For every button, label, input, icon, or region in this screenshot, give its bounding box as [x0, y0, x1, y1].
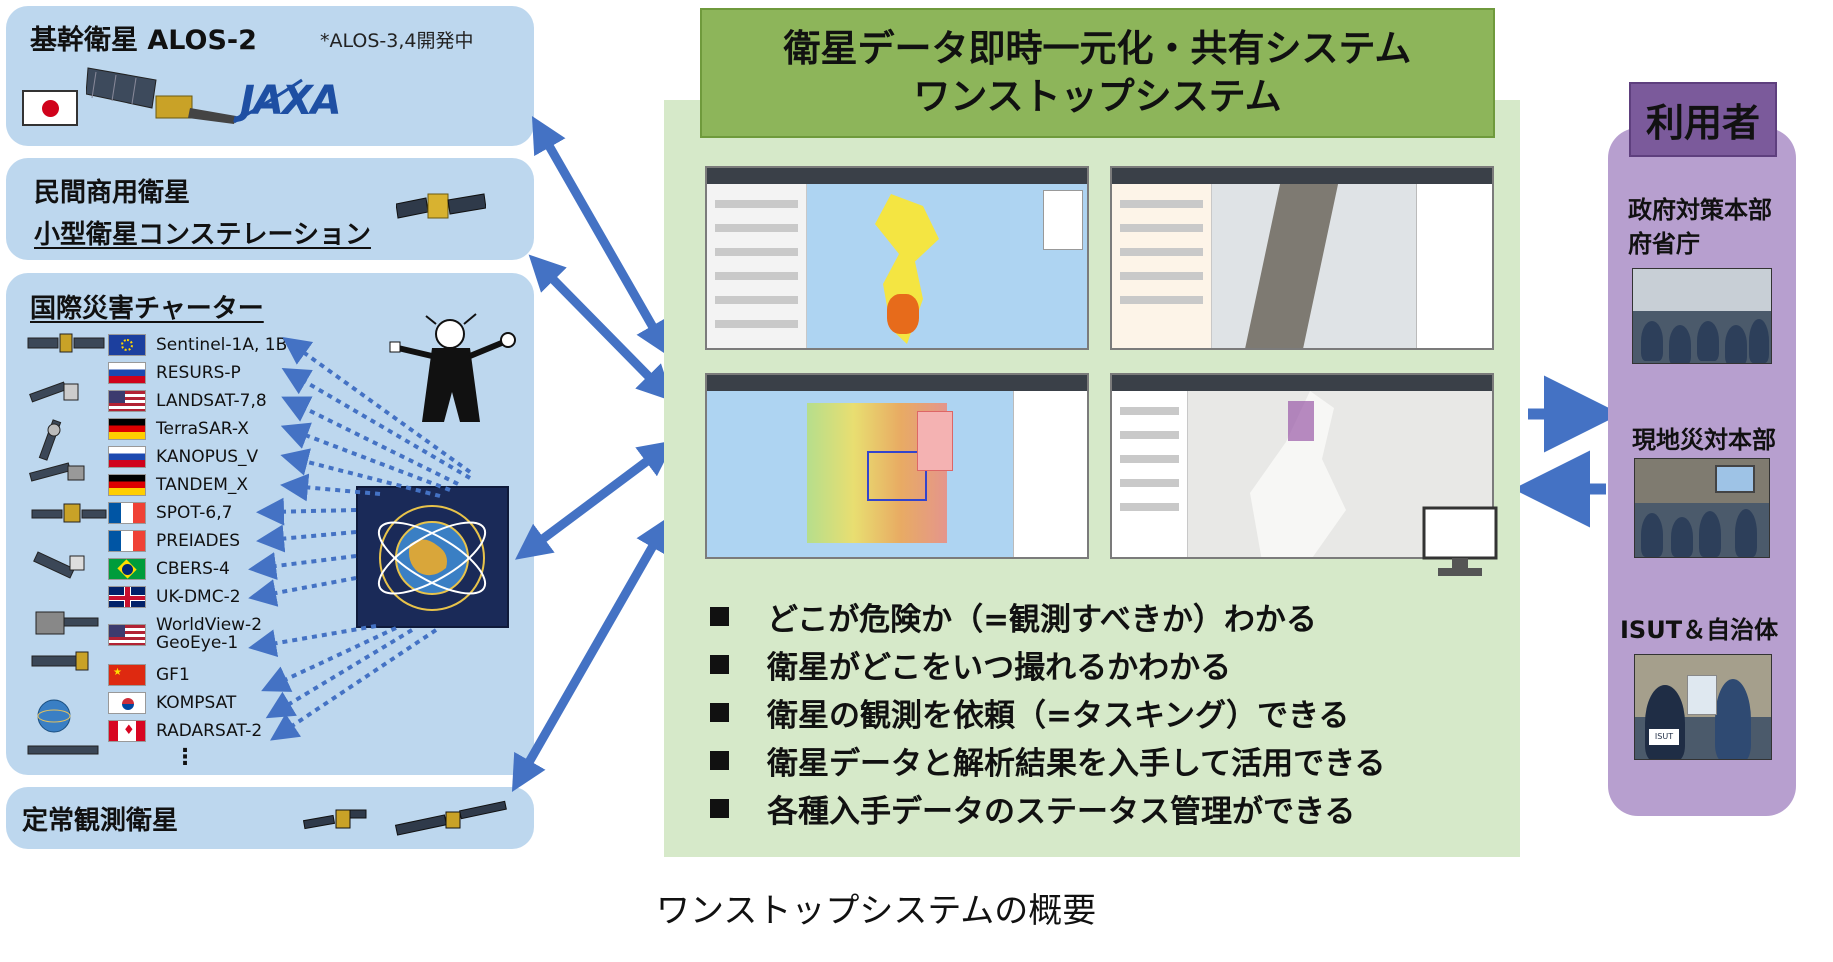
satellite-name: GF1: [156, 665, 190, 685]
system-title: 衛星データ即時一元化・共有システム ワンストップシステム: [700, 8, 1495, 138]
list-item: 衛星データと解析結果を入手して活用できる: [710, 736, 1385, 784]
list-item: TerraSAR-X: [108, 417, 249, 441]
screenshot-sar-image: [1110, 166, 1494, 350]
photo-isut: ISUT: [1634, 654, 1772, 760]
list-item: CBERS-4: [108, 557, 230, 581]
satellite-name: RESURS-P: [156, 363, 241, 383]
satellite-icons-column: [27, 333, 107, 755]
satellite-name: TerraSAR-X: [156, 419, 249, 439]
satellite-name: Sentinel-1A, 1B: [156, 335, 288, 355]
feature-text: どこが危険か（=観測すべきか）わかる: [767, 601, 1317, 638]
feature-text: 衛星がどこをいつ撮れるかわかる: [767, 649, 1232, 686]
satellite-name: KANOPUS_V: [156, 447, 259, 467]
list-item: Sentinel-1A, 1B: [108, 333, 287, 357]
satellite-name: PREIADES: [156, 531, 241, 551]
feature-text: 衛星データと解析結果を入手して活用できる: [767, 745, 1386, 782]
japan-flag-icon: [22, 90, 78, 126]
satellite-name-geoeye: GeoEye-1: [156, 633, 239, 653]
alos2-note: *ALOS-3,4開発中: [320, 30, 474, 52]
usa-flag-icon: [108, 624, 146, 646]
photo-government-meeting: [1632, 268, 1772, 364]
china-flag-icon: ★: [108, 664, 146, 686]
list-item: どこが危険か（=観測すべきか）わかる: [710, 592, 1385, 640]
list-item: 衛星がどこをいつ撮れるかわかる: [710, 640, 1385, 688]
satellite-name: TANDEM_X: [156, 475, 249, 495]
france-flag-icon: [108, 530, 146, 552]
commercial-title-line2: 小型衛星コンステレーション: [34, 220, 371, 250]
users-group-isut: ISUT＆自治体: [1620, 616, 1779, 644]
usa-flag-icon: [108, 390, 146, 412]
germany-flag-icon: [108, 418, 146, 440]
germany-flag-icon: [108, 474, 146, 496]
feature-list: どこが危険か（=観測すべきか）わかる 衛星がどこをいつ撮れるかわかる 衛星の観測…: [710, 592, 1385, 832]
list-item: TANDEM_X: [108, 473, 248, 497]
more-indicator: ⋮: [174, 744, 196, 770]
regular-satellites-icon: [302, 800, 507, 836]
alos2-satellite-icon: [86, 67, 236, 124]
charter-title: 国際災害チャーター: [30, 294, 264, 324]
feature-text: 各種入手データのステータス管理ができる: [767, 793, 1356, 830]
korea-flag-icon: [108, 692, 146, 714]
list-item: ♦ RADARSAT-2: [108, 719, 262, 743]
satellite-name: KOMPSAT: [156, 693, 237, 713]
list-item: RESURS-P: [108, 361, 241, 385]
list-item: 衛星の観測を依頼（=タスキング）できる: [710, 688, 1385, 736]
monitor-icon: [1422, 506, 1498, 576]
users-title: 利用者: [1629, 82, 1777, 157]
photo-local-hq: [1634, 458, 1770, 558]
international-charter-logo: [356, 486, 509, 628]
list-item: SPOT-6,7: [108, 501, 232, 525]
figure-caption: ワンストップシステムの概要: [656, 891, 1097, 931]
users-group-gov-line1: 政府対策本部: [1628, 196, 1772, 224]
users-group-gov-line2: 府省庁: [1628, 230, 1700, 258]
brazil-flag-icon: [108, 558, 146, 580]
users-group-local-hq: 現地災対本部: [1632, 426, 1776, 454]
satellite-name: UK-DMC-2: [156, 587, 241, 607]
satellite-name: LANDSAT-7,8: [156, 391, 267, 411]
satellite-name: CBERS-4: [156, 559, 230, 579]
eu-flag-icon: [108, 334, 146, 356]
list-item: UK-DMC-2: [108, 585, 241, 609]
list-item: 各種入手データのステータス管理ができる: [710, 784, 1385, 832]
russia-flag-icon: [108, 446, 146, 468]
regular-observation-title: 定常観測衛星: [22, 806, 179, 836]
commercial-title-line1: 民間商用衛星: [34, 178, 191, 208]
svg-text:JAXA: JAXA: [233, 78, 340, 124]
satellite-name: RADARSAT-2: [156, 721, 263, 741]
announcer-figure-icon: [389, 313, 516, 422]
list-item: LANDSAT-7,8: [108, 389, 267, 413]
feature-text: 衛星の観測を依頼（=タスキング）できる: [767, 697, 1350, 734]
list-item: KANOPUS_V: [108, 445, 258, 469]
screenshot-hazard-map: [705, 166, 1089, 350]
screenshot-analysis-map: [1110, 373, 1494, 559]
system-title-line2: ワンストップシステム: [913, 75, 1282, 118]
uk-flag-icon: [108, 586, 146, 608]
list-item: KOMPSAT: [108, 691, 236, 715]
screenshot-footprint-grid: [705, 373, 1089, 559]
system-title-line1: 衛星データ即時一元化・共有システム: [783, 26, 1412, 70]
jaxa-logo: JAXA: [233, 78, 342, 124]
satellite-name: WorldView-2: [156, 615, 263, 635]
france-flag-icon: [108, 502, 146, 524]
list-item: PREIADES: [108, 529, 240, 553]
russia-flag-icon: [108, 362, 146, 384]
list-item: ★ GF1: [108, 663, 190, 687]
alos2-title: 基幹衛星 ALOS-2: [30, 25, 257, 56]
canada-flag-icon: ♦: [108, 720, 146, 742]
satellite-name: SPOT-6,7: [156, 503, 233, 523]
small-satellite-icon: [396, 193, 486, 219]
